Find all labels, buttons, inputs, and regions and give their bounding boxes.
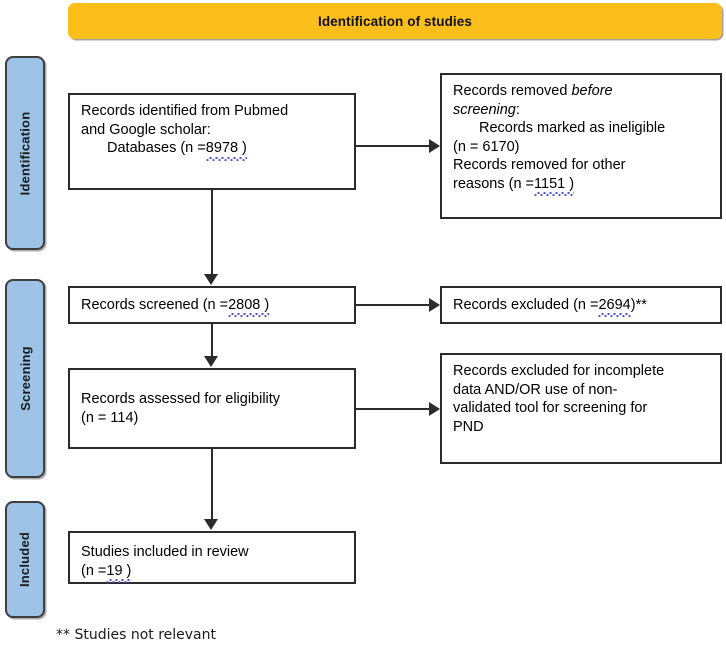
studies-included-line1: Studies included in review — [81, 544, 249, 560]
studies-included-line2: (n =19 ) — [81, 562, 345, 583]
phase-tab-identification: Identification — [5, 56, 45, 250]
records-excluded-suffix: )** — [630, 296, 647, 313]
connector-screened-to-excluded — [356, 304, 430, 306]
phase-tab-screening-label: Screening — [17, 346, 33, 411]
box-records-excluded-detail: Records excluded for incomplete data AND… — [440, 353, 722, 464]
connector-screened-to-eligibility — [211, 324, 213, 357]
records-screened-line: Records screened (n =2808 ) — [81, 296, 270, 317]
records-removed-ineligible-label: Records marked as ineligible — [479, 120, 666, 137]
excluded-detail-line4: PND — [453, 418, 484, 435]
connector-eligibility-to-included — [211, 449, 213, 520]
records-excluded-count: 2694 — [598, 296, 632, 317]
arrow-down-icon — [204, 274, 218, 285]
records-removed-other-prefix: reasons (n = — [453, 175, 535, 192]
records-identified-line1: Records identified from Pubmed — [81, 103, 289, 119]
banner-label: Identification of studies — [317, 13, 472, 29]
records-excluded-prefix: Records excluded (n = — [453, 296, 599, 313]
box-records-excluded: Records excluded (n =2694)** — [440, 286, 722, 324]
records-removed-line1: Records removed before — [453, 82, 711, 101]
connector-identified-to-screened — [211, 190, 213, 275]
records-identified-databases-prefix: Databases (n = — [107, 140, 206, 157]
records-removed-other-label: Records removed for other — [453, 157, 626, 174]
box-records-removed-before-screening: Records removed before screening: Record… — [440, 73, 722, 219]
records-removed-line2-italic: screening — [453, 101, 516, 118]
excluded-detail-line2: data AND/OR use of non- — [453, 381, 618, 398]
box-records-screened: Records screened (n =2808 ) — [68, 286, 356, 324]
phase-tab-identification-label: Identification — [17, 111, 33, 195]
phase-tab-included: Included — [5, 501, 45, 618]
identification-banner: Identification of studies — [68, 3, 722, 39]
records-removed-ineligible-count: (n = 6170) — [453, 138, 520, 155]
records-removed-line1-prefix: Records removed — [453, 83, 572, 99]
footnote: ** Studies not relevant — [56, 627, 217, 643]
excluded-detail-line3: validated tool for screening for — [453, 400, 648, 417]
records-removed-line2-colon: : — [515, 101, 520, 118]
eligibility-line1: Records assessed for eligibility — [81, 391, 281, 407]
box-studies-included: Studies included in review (n =19 ) — [68, 531, 356, 584]
phase-tab-screening: Screening — [5, 279, 45, 478]
arrow-down-icon — [204, 519, 218, 530]
records-removed-other-line: reasons (n =1151 ) — [453, 175, 711, 196]
arrow-right-icon — [429, 402, 440, 416]
phase-tab-included-label: Included — [17, 531, 33, 588]
studies-included-prefix: (n = — [81, 562, 107, 579]
records-removed-line1-italic: before — [571, 83, 613, 99]
records-removed-line2: screening: — [453, 101, 711, 120]
eligibility-line2: (n = 114) — [81, 409, 139, 426]
records-screened-prefix: Records screened (n = — [81, 296, 229, 313]
box-records-identified: Records identified from Pubmed and Googl… — [68, 93, 356, 190]
arrow-right-icon — [429, 139, 440, 153]
records-excluded-line: Records excluded (n =2694)** — [453, 296, 647, 317]
records-removed-other-count: 1151 ) — [534, 175, 575, 196]
records-identified-line3: Databases (n =8978 ) — [81, 139, 345, 161]
records-identified-line2: and Google scholar: — [81, 121, 211, 138]
arrow-right-icon — [429, 298, 440, 312]
records-identified-count: 8978 ) — [205, 140, 248, 161]
connector-identified-to-removed — [356, 145, 430, 147]
arrow-down-icon — [204, 356, 218, 367]
records-screened-count: 2808 ) — [228, 296, 270, 317]
studies-included-count: 19 ) — [106, 562, 132, 583]
connector-eligibility-to-excluded-detail — [356, 408, 430, 410]
excluded-detail-line1: Records excluded for incomplete — [453, 363, 665, 379]
box-records-assessed-eligibility: Records assessed for eligibility (n = 11… — [68, 368, 356, 449]
